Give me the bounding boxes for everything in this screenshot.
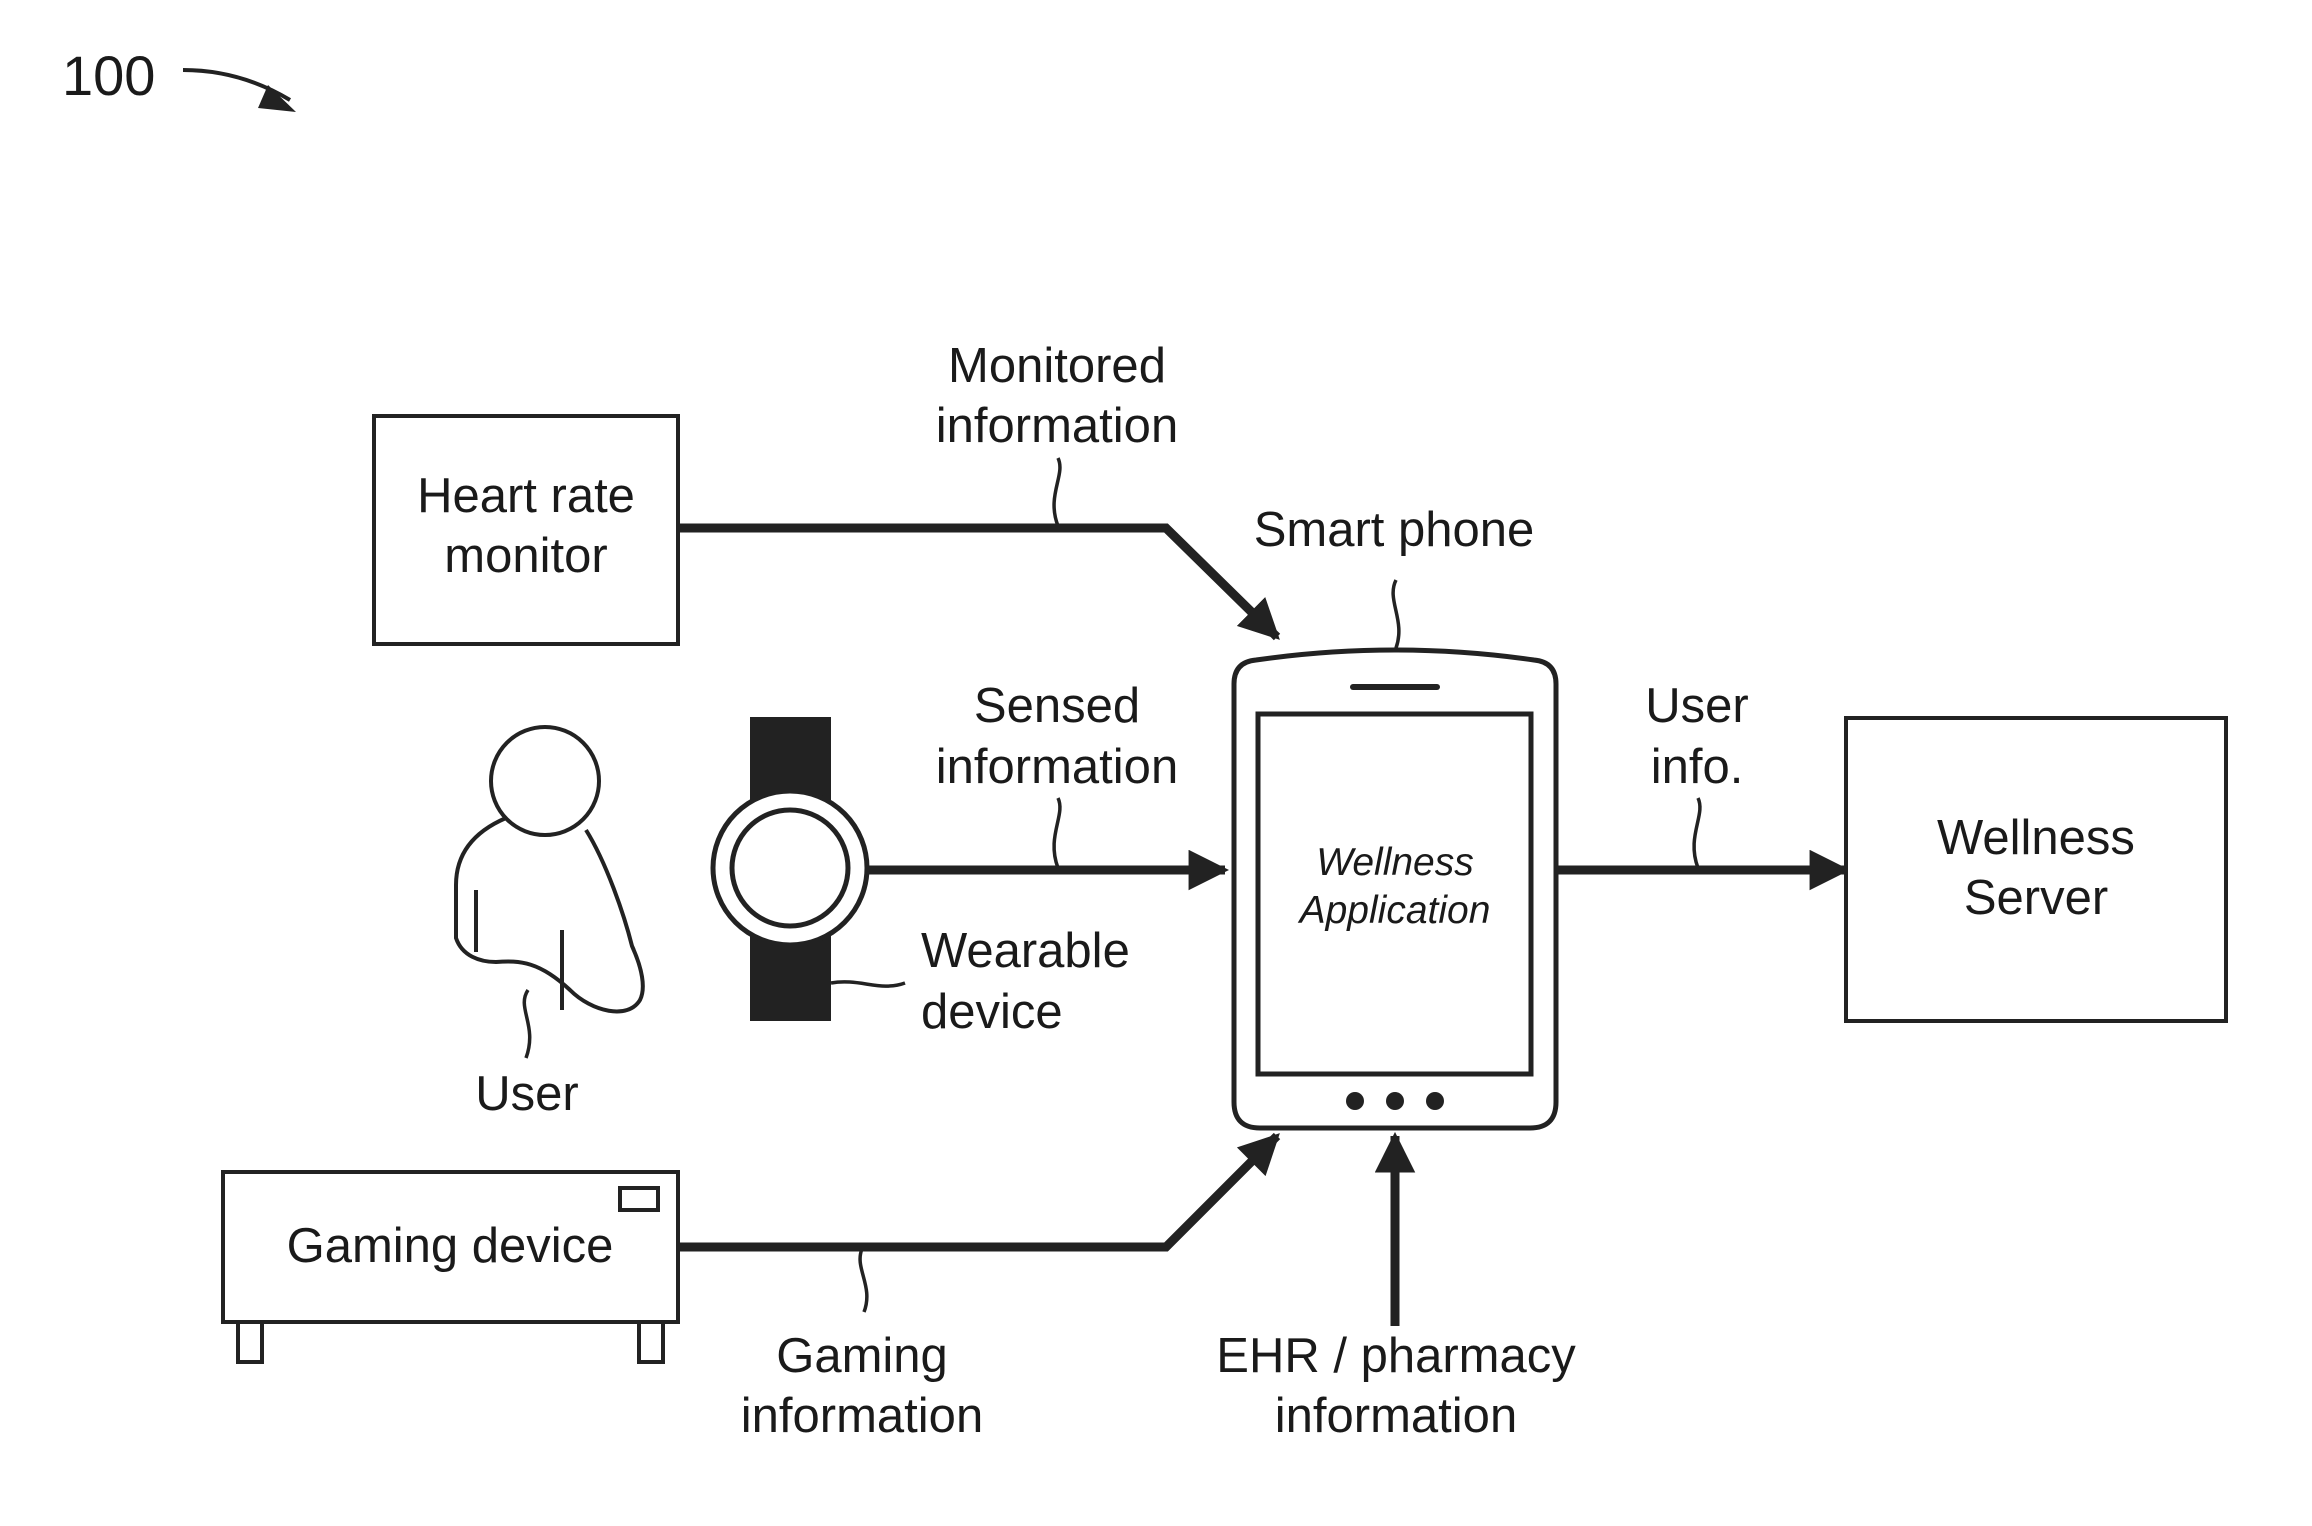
wellness-server-box — [1846, 718, 2226, 1021]
smart-phone-label: Smart phone — [1254, 503, 1535, 557]
phone-button-dot-1 — [1346, 1092, 1364, 1110]
sensed-information-leader — [1054, 798, 1060, 868]
gaming-device-right-foot — [639, 1322, 663, 1362]
monitored-information-label-line2: information — [936, 399, 1178, 453]
user-icon — [456, 727, 643, 1011]
user-info-flow: User info. — [1556, 679, 1846, 870]
wellness-server-node: Wellness Server — [1846, 718, 2226, 1021]
ehr-pharmacy-information-label-line1: EHR / pharmacy — [1216, 1329, 1576, 1383]
wearable-device-label-line2: device — [921, 985, 1063, 1039]
user-info-label-line1: User — [1645, 679, 1748, 733]
gaming-information-leader — [860, 1249, 867, 1312]
user-info-label-line2: info. — [1651, 740, 1744, 794]
sensed-information-label-line1: Sensed — [974, 679, 1140, 733]
smart-phone-icon: Wellness Application — [1234, 650, 1556, 1128]
wellness-application-label-line2: Application — [1298, 889, 1491, 932]
gaming-device-node: Gaming device — [223, 1172, 678, 1362]
monitored-information-flow: Monitored information — [678, 339, 1277, 637]
user-leader — [524, 990, 529, 1058]
heart-rate-monitor-label-line1: Heart rate — [417, 469, 635, 523]
phone-button-dot-2 — [1386, 1092, 1404, 1110]
user-label: User — [475, 1067, 578, 1121]
gaming-information-arrow — [678, 1136, 1277, 1247]
wellness-server-label-line2: Server — [1964, 871, 2108, 925]
ehr-pharmacy-information-flow: EHR / pharmacy information — [1216, 1136, 1576, 1443]
gaming-device-left-foot — [238, 1322, 262, 1362]
wearable-device-leader — [831, 982, 905, 986]
monitored-information-label-line1: Monitored — [948, 339, 1166, 393]
wearable-watch-icon — [713, 717, 867, 1021]
wellness-application-label-line1: Wellness — [1316, 841, 1474, 884]
user-node: User — [456, 727, 643, 1121]
wearable-device-label-line1: Wearable — [921, 924, 1130, 978]
ehr-pharmacy-information-label-line2: information — [1275, 1389, 1517, 1443]
sensed-information-label-line2: information — [936, 740, 1178, 794]
gaming-device-label: Gaming device — [287, 1219, 614, 1273]
gaming-information-label-line2: information — [741, 1389, 983, 1443]
monitored-information-arrow — [678, 528, 1277, 637]
phone-button-dot-3 — [1426, 1092, 1444, 1110]
gaming-information-label-line1: Gaming — [776, 1329, 948, 1383]
smart-phone-leader — [1393, 580, 1399, 648]
figure-reference-number: 100 — [62, 44, 155, 107]
wellness-server-label-line1: Wellness — [1937, 811, 2135, 865]
sensed-information-flow: Sensed information — [866, 679, 1225, 870]
monitored-information-leader — [1054, 458, 1060, 526]
heart-rate-monitor-node: Heart rate monitor — [374, 416, 678, 644]
gaming-information-flow: Gaming information — [678, 1136, 1277, 1443]
smart-phone-node: Smart phone Wellness Application — [1234, 503, 1556, 1128]
user-info-leader — [1694, 798, 1700, 868]
gaming-device-slot-icon — [620, 1188, 658, 1210]
heart-rate-monitor-label-line2: monitor — [444, 529, 607, 583]
watch-face — [732, 810, 848, 926]
